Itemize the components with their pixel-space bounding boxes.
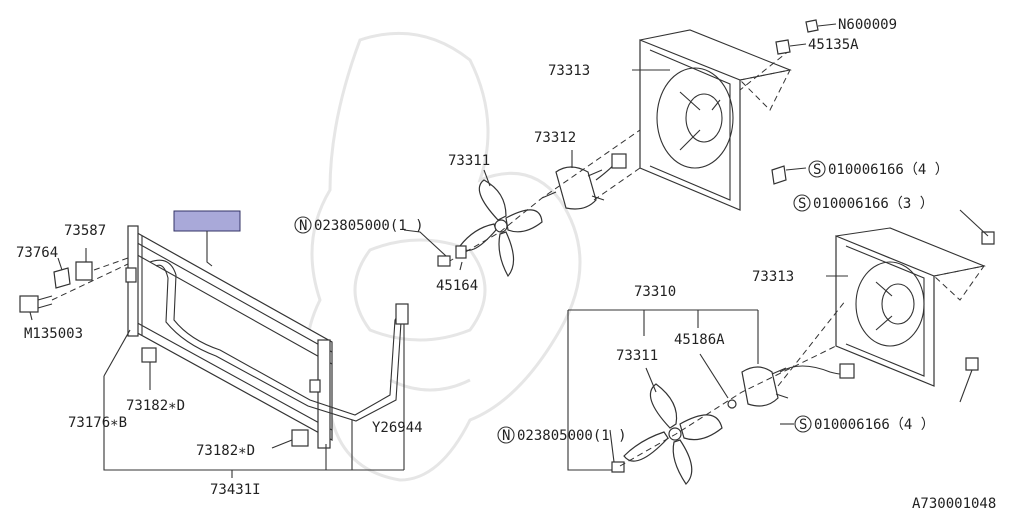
condenser-mount-clip (141, 347, 157, 363)
label-45186a: 45186A (674, 332, 725, 348)
bolt-upper-shroud (771, 165, 787, 185)
label-s-top-part: 010006166（4 ） (828, 162, 949, 178)
label-s-low-part: 010006166（4 ） (814, 417, 935, 433)
label-73311-top: 73311 (448, 153, 490, 169)
label-45135a: 45135A (808, 37, 859, 53)
label-73182d-b: 73182∗D (196, 443, 255, 459)
lower-mount-clip (291, 429, 309, 447)
figure-code: A730001048 (912, 496, 996, 512)
label-73312: 73312 (534, 130, 576, 146)
label-45164: 45164 (436, 278, 478, 294)
nut-n600009 (805, 19, 819, 33)
label-s-mid: S (798, 196, 806, 212)
part-73764-cushion (53, 267, 71, 289)
ac-pipe (149, 259, 403, 416)
circle-n-top (294, 216, 312, 234)
bolt-lower-shroud-top (981, 231, 995, 245)
label-73176b: 73176∗B (68, 415, 127, 431)
label-73587: 73587 (64, 223, 106, 239)
leader-lines (29, 23, 989, 478)
label-73431i: 73431I (210, 482, 261, 498)
label-m135003: M135003 (24, 326, 83, 342)
watermark-emblem (305, 31, 582, 482)
nut-top (437, 255, 451, 267)
upper-fan-blade (459, 179, 543, 278)
label-73310: 73310 (634, 284, 676, 300)
label-73313-top: 73313 (548, 63, 590, 79)
nut-low (611, 461, 625, 473)
bolt-head (19, 295, 39, 313)
washer-45186a (727, 399, 737, 409)
label-n600009: N600009 (838, 17, 897, 33)
circle-s-low (794, 415, 812, 433)
bolt-lower-shroud-bottom (965, 357, 979, 371)
side-bracket (125, 267, 137, 283)
highlighted-part-box[interactable] (173, 210, 241, 232)
circle-s-top (808, 160, 826, 178)
circle-s-mid (793, 194, 811, 212)
label-y26944: Y26944 (372, 420, 423, 436)
clip-45135a (775, 39, 791, 55)
label-s-top: S (813, 162, 821, 178)
part-73587-grommet (75, 261, 93, 281)
label-s-low: S (799, 417, 807, 433)
label-73311-low: 73311 (616, 348, 658, 364)
label-s-mid-part: 010006166（3 ） (813, 196, 934, 212)
upper-fan-shroud (639, 29, 792, 211)
lower-fan-blade (623, 383, 723, 485)
lower-fan-motor (741, 363, 855, 407)
label-73182d-a: 73182∗D (126, 398, 185, 414)
lower-fan-shroud (835, 227, 986, 387)
label-n-top-part: 023805000(1 ) (314, 218, 424, 234)
condenser-assembly (125, 225, 409, 449)
label-n-low: N (502, 428, 510, 444)
label-n-top: N (299, 218, 307, 234)
label-73313-right: 73313 (752, 269, 794, 285)
label-73764: 73764 (16, 245, 58, 261)
circle-n-low (497, 426, 515, 444)
pipe-fitting (395, 303, 409, 325)
spacer-45164 (455, 245, 467, 259)
label-n-low-part: 023805000(1 ) (517, 428, 627, 444)
condenser-bracket (309, 379, 321, 393)
upper-fan-motor (541, 153, 627, 210)
condenser-right-tank (317, 339, 331, 449)
left-small-parts (19, 257, 129, 313)
